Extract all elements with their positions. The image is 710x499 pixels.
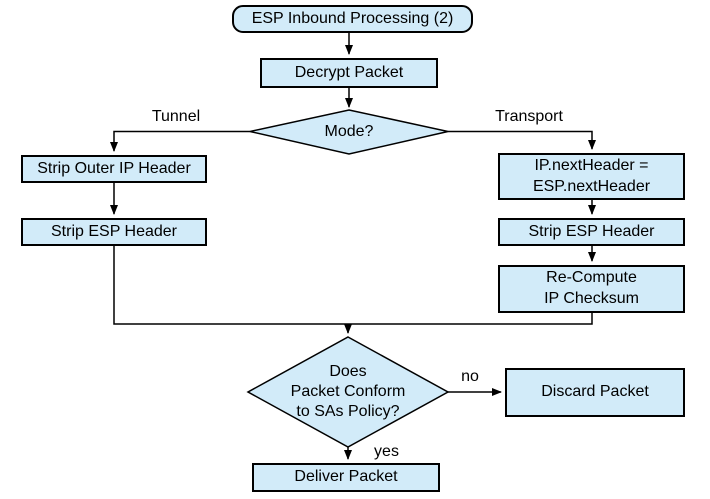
no-edge-label: no: [461, 368, 479, 385]
start-terminator: ESP Inbound Processing (2): [232, 5, 473, 33]
mode-decision-label: Mode?: [324, 123, 374, 140]
mode-decision-shape: [249, 109, 449, 155]
deliver-packet-box: Deliver Packet: [252, 463, 440, 492]
decrypt-packet-box: Decrypt Packet: [260, 58, 438, 88]
strip-outer-ip-header-box: Strip Outer IP Header: [21, 155, 207, 183]
sa-policy-decision-label: Does Packet Conform to SAs Policy?: [290, 363, 406, 420]
ip-nextheader-box: IP.nextHeader = ESP.nextHeader: [498, 153, 685, 200]
strip-esp-header-right-box: Strip ESP Header: [498, 218, 685, 246]
transport-edge-label: Transport: [495, 108, 563, 125]
tunnel-edge-label: Tunnel: [151, 108, 201, 125]
yes-edge-label: yes: [374, 443, 399, 460]
discard-packet-box: Discard Packet: [505, 368, 685, 417]
recompute-ip-checksum-box: Re-Compute IP Checksum: [498, 265, 685, 313]
strip-esp-header-left-box: Strip ESP Header: [21, 218, 207, 246]
